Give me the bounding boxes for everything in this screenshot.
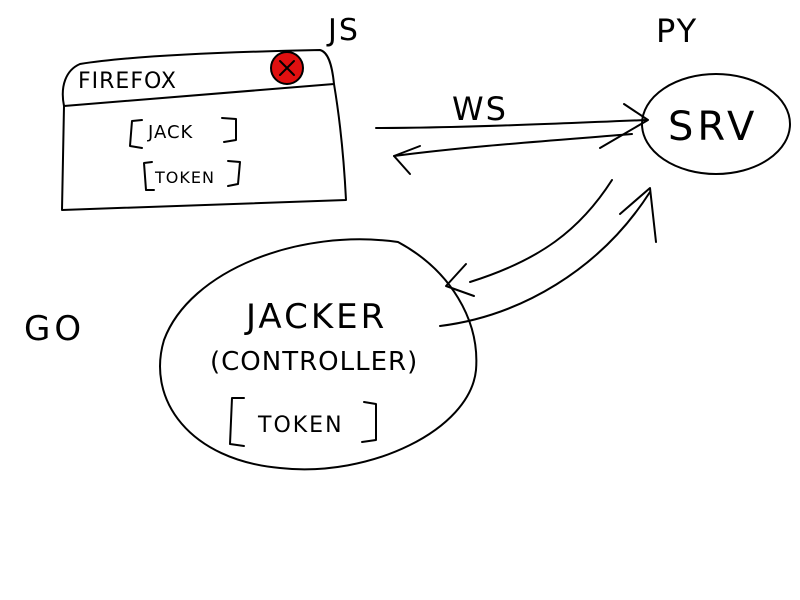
arrow-line <box>375 119 647 129</box>
label-py: PY <box>656 12 698 50</box>
browser-item-token: TOKEN <box>143 160 241 191</box>
label-js: JS <box>326 13 360 48</box>
browser-title: FIREFOX <box>78 69 177 94</box>
browser-item-jack: JACK <box>129 117 237 149</box>
arrow-head <box>619 187 657 243</box>
browser-window: FIREFOX JACK TOKEN <box>61 49 347 211</box>
jack-bracket-left <box>129 119 143 149</box>
connection-label-ws: WS <box>452 90 508 128</box>
arrow-head <box>445 263 475 297</box>
arrow-controller-to-server <box>439 187 657 327</box>
arrow-line <box>469 179 613 283</box>
arrow-head <box>599 103 649 149</box>
arrow-browser-to-server <box>375 103 649 149</box>
token-bracket-right <box>361 401 377 443</box>
controller-node: JACKER (CONTROLLER) TOKEN <box>159 238 478 471</box>
close-icon[interactable] <box>270 51 304 85</box>
token-bracket-left <box>143 161 155 191</box>
close-x <box>279 60 295 76</box>
token-bracket-left <box>229 397 245 447</box>
token-bracket-right <box>227 160 241 187</box>
arrow-line <box>393 133 633 157</box>
arrow-server-to-browser <box>393 133 633 175</box>
arrow-head <box>393 145 421 175</box>
controller-subtitle: (CONTROLLER) <box>210 347 418 377</box>
browser-item-token-label: TOKEN <box>154 168 215 187</box>
controller-item-token-label: TOKEN <box>257 413 344 438</box>
controller-name: JACKER <box>244 297 387 337</box>
label-go: GO <box>24 309 85 349</box>
browser-body <box>61 83 347 211</box>
server-node: SRV <box>641 73 791 175</box>
controller-item-token: TOKEN <box>229 397 377 447</box>
controller-ellipse <box>159 238 478 471</box>
jack-bracket-right <box>221 117 237 143</box>
browser-item-jack-label: JACK <box>147 122 194 143</box>
browser-titlebar <box>61 49 335 107</box>
server-label: SRV <box>668 104 758 150</box>
server-circle <box>641 73 791 175</box>
arrow-server-to-controller <box>445 179 613 297</box>
arrow-line <box>439 191 651 327</box>
